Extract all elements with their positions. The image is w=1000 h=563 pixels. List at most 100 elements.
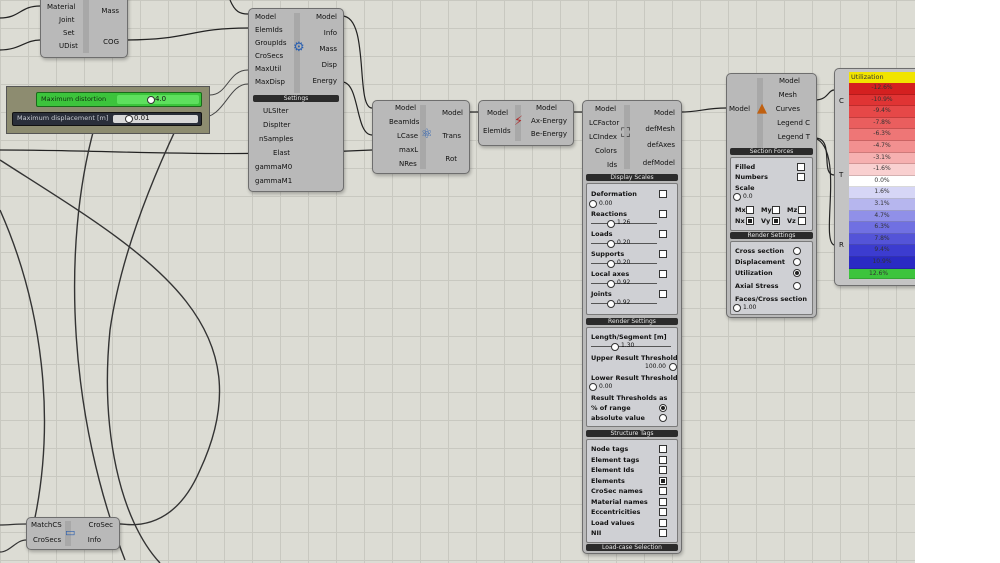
scale-knob-joints[interactable] <box>607 300 615 308</box>
input-beamids[interactable]: BeamIds <box>389 118 420 126</box>
output-info[interactable]: Info <box>323 29 337 37</box>
input-nsamples[interactable]: nSamples <box>259 135 294 143</box>
input-elast[interactable]: Elast <box>273 149 291 157</box>
upper-threshold-knob[interactable] <box>669 363 677 371</box>
scale-check-reactions[interactable] <box>659 210 667 218</box>
input-model[interactable]: Model <box>729 105 751 113</box>
scale-check-supports[interactable] <box>659 250 667 258</box>
output-legend-c[interactable]: Legend C <box>777 119 810 127</box>
input-crosecs[interactable]: CroSecs <box>33 536 62 544</box>
force-check-mx[interactable] <box>746 206 754 214</box>
output-model[interactable]: Model <box>535 104 557 112</box>
threshold-absolute-radio[interactable] <box>659 414 667 422</box>
output-crosec[interactable]: CroSec <box>88 521 114 529</box>
input-model[interactable]: Model <box>595 105 617 113</box>
component-analyze[interactable]: ⚛ Model BeamIds LCase maxL NRes Model Tr… <box>372 100 470 174</box>
input-lcfactor[interactable]: LCFactor <box>589 119 620 127</box>
grasshopper-canvas[interactable]: Material Joint Set UDist Mass COG Maximu… <box>0 0 915 563</box>
beam-render-settings-header[interactable]: Render Settings <box>730 232 813 239</box>
scale-knob-supports[interactable] <box>607 260 615 268</box>
output-legend-t[interactable]: Legend T <box>777 133 810 141</box>
input-udist[interactable]: UDist <box>59 42 78 50</box>
output-model[interactable]: Model <box>778 77 800 85</box>
force-check-vz[interactable] <box>798 217 806 225</box>
output-be-energy[interactable]: Be-Energy <box>530 130 567 138</box>
output-ax-energy[interactable]: Ax-Energy <box>531 117 567 125</box>
output-defmodel[interactable]: defModel <box>642 159 675 167</box>
threshold-percent-radio[interactable] <box>659 404 667 412</box>
output-mass[interactable]: Mass <box>319 45 337 53</box>
input-elemids[interactable]: ElemIds <box>483 127 511 135</box>
output-mass[interactable]: Mass <box>101 7 119 15</box>
scale-knob-local-axes[interactable] <box>607 280 615 288</box>
output-defmesh[interactable]: defMesh <box>645 125 675 133</box>
scale-check-joints[interactable] <box>659 290 667 298</box>
opt-utilization-radio[interactable] <box>793 269 801 277</box>
tag-check-elements[interactable] <box>659 476 667 485</box>
input-set[interactable]: Set <box>63 29 75 37</box>
scale-knob-deformation[interactable] <box>589 200 597 208</box>
lower-threshold-knob[interactable] <box>589 383 597 391</box>
scale-knob-loads[interactable] <box>607 240 615 248</box>
scale-check-local-axes[interactable] <box>659 270 667 278</box>
input-elemids[interactable]: ElemIds <box>255 26 283 34</box>
tag-check-element-ids[interactable] <box>659 466 667 474</box>
render-settings-header[interactable]: Render Settings <box>586 318 678 325</box>
input-maxl[interactable]: maxL <box>399 146 419 154</box>
force-check-nx[interactable] <box>746 217 754 225</box>
legend-panel[interactable]: C T R Utilization -12.6%-10.9%-9.4%-7.8%… <box>834 68 915 286</box>
input-gammam1[interactable]: gammaM1 <box>255 177 293 185</box>
numbers-checkbox[interactable] <box>797 173 805 181</box>
output-defaxes[interactable]: defAxes <box>647 141 675 149</box>
component-beam-view[interactable]: ▲ Model Model Mesh Curves Legend C Legen… <box>726 73 817 318</box>
scale-knob-reactions[interactable] <box>607 220 615 228</box>
tag-check-load-values[interactable] <box>659 518 667 527</box>
output-trans[interactable]: Trans <box>442 132 462 140</box>
input-joint[interactable]: Joint <box>59 16 75 24</box>
length-segment-knob[interactable] <box>611 343 619 351</box>
scale-check-loads[interactable] <box>659 230 667 238</box>
input-model[interactable]: Model <box>487 109 509 117</box>
input-crosecs[interactable]: CroSecs <box>255 52 284 60</box>
input-maxdisp[interactable]: MaxDisp <box>255 78 285 86</box>
opt-cross-section-radio[interactable] <box>793 247 801 255</box>
load-case-selection-header[interactable]: Load-case Selection <box>586 544 678 551</box>
slider-knob[interactable] <box>147 96 155 104</box>
output-curves[interactable]: Curves <box>775 105 800 113</box>
input-dispiter[interactable]: DispIter <box>263 121 291 129</box>
slider-maximum-displacement[interactable]: Maximum displacement [m] 0.01 <box>12 112 202 126</box>
tag-check-node-tags[interactable] <box>659 445 667 453</box>
settings-header[interactable]: Settings <box>253 95 339 102</box>
input-matchcs[interactable]: MatchCS <box>31 521 62 529</box>
section-forces-header[interactable]: Section Forces <box>730 148 813 155</box>
input-ulsiter[interactable]: ULSIter <box>263 107 289 115</box>
display-tags-header[interactable]: Structure Tags <box>586 430 678 437</box>
tag-check-crosec-names[interactable] <box>659 487 667 495</box>
input-gammam0[interactable]: gammaM0 <box>255 163 293 171</box>
output-model[interactable]: Model <box>441 109 463 117</box>
slider-maximum-distortion[interactable]: Maximum distortion 4.0 <box>36 92 202 107</box>
input-model[interactable]: Model <box>395 104 417 112</box>
tag-check-element-tags[interactable] <box>659 455 667 464</box>
component-cross-section-match[interactable]: ▭ MatchCS CroSecs CroSec Info <box>26 517 120 550</box>
output-energy[interactable]: Energy <box>312 77 337 85</box>
tag-check-nii[interactable] <box>659 529 667 537</box>
output-cog[interactable]: COG <box>103 38 119 46</box>
filled-checkbox[interactable] <box>797 163 805 171</box>
tag-check-eccentricities[interactable] <box>659 508 667 516</box>
force-check-vy[interactable] <box>772 217 780 225</box>
input-lcindex[interactable]: LCIndex <box>589 133 618 141</box>
input-ids[interactable]: Ids <box>607 161 618 169</box>
output-rot[interactable]: Rot <box>445 155 457 163</box>
component-model-view[interactable]: ⛶ Model LCFactor LCIndex Colors Ids Mode… <box>582 100 682 554</box>
input-material[interactable]: Material <box>47 3 76 11</box>
input-colors[interactable]: Colors <box>595 147 617 155</box>
tag-check-material-names[interactable] <box>659 497 667 506</box>
input-maxutil[interactable]: MaxUtil <box>255 65 282 73</box>
scale-knob[interactable] <box>733 193 741 201</box>
output-disp[interactable]: Disp <box>321 61 337 69</box>
legend-input-t[interactable]: T <box>839 171 844 179</box>
input-lcase[interactable]: LCase <box>397 132 419 140</box>
force-check-my[interactable] <box>772 206 780 214</box>
component-elastic-energy[interactable]: ⚡ Model ElemIds Model Ax-Energy Be-Energ… <box>478 100 574 146</box>
